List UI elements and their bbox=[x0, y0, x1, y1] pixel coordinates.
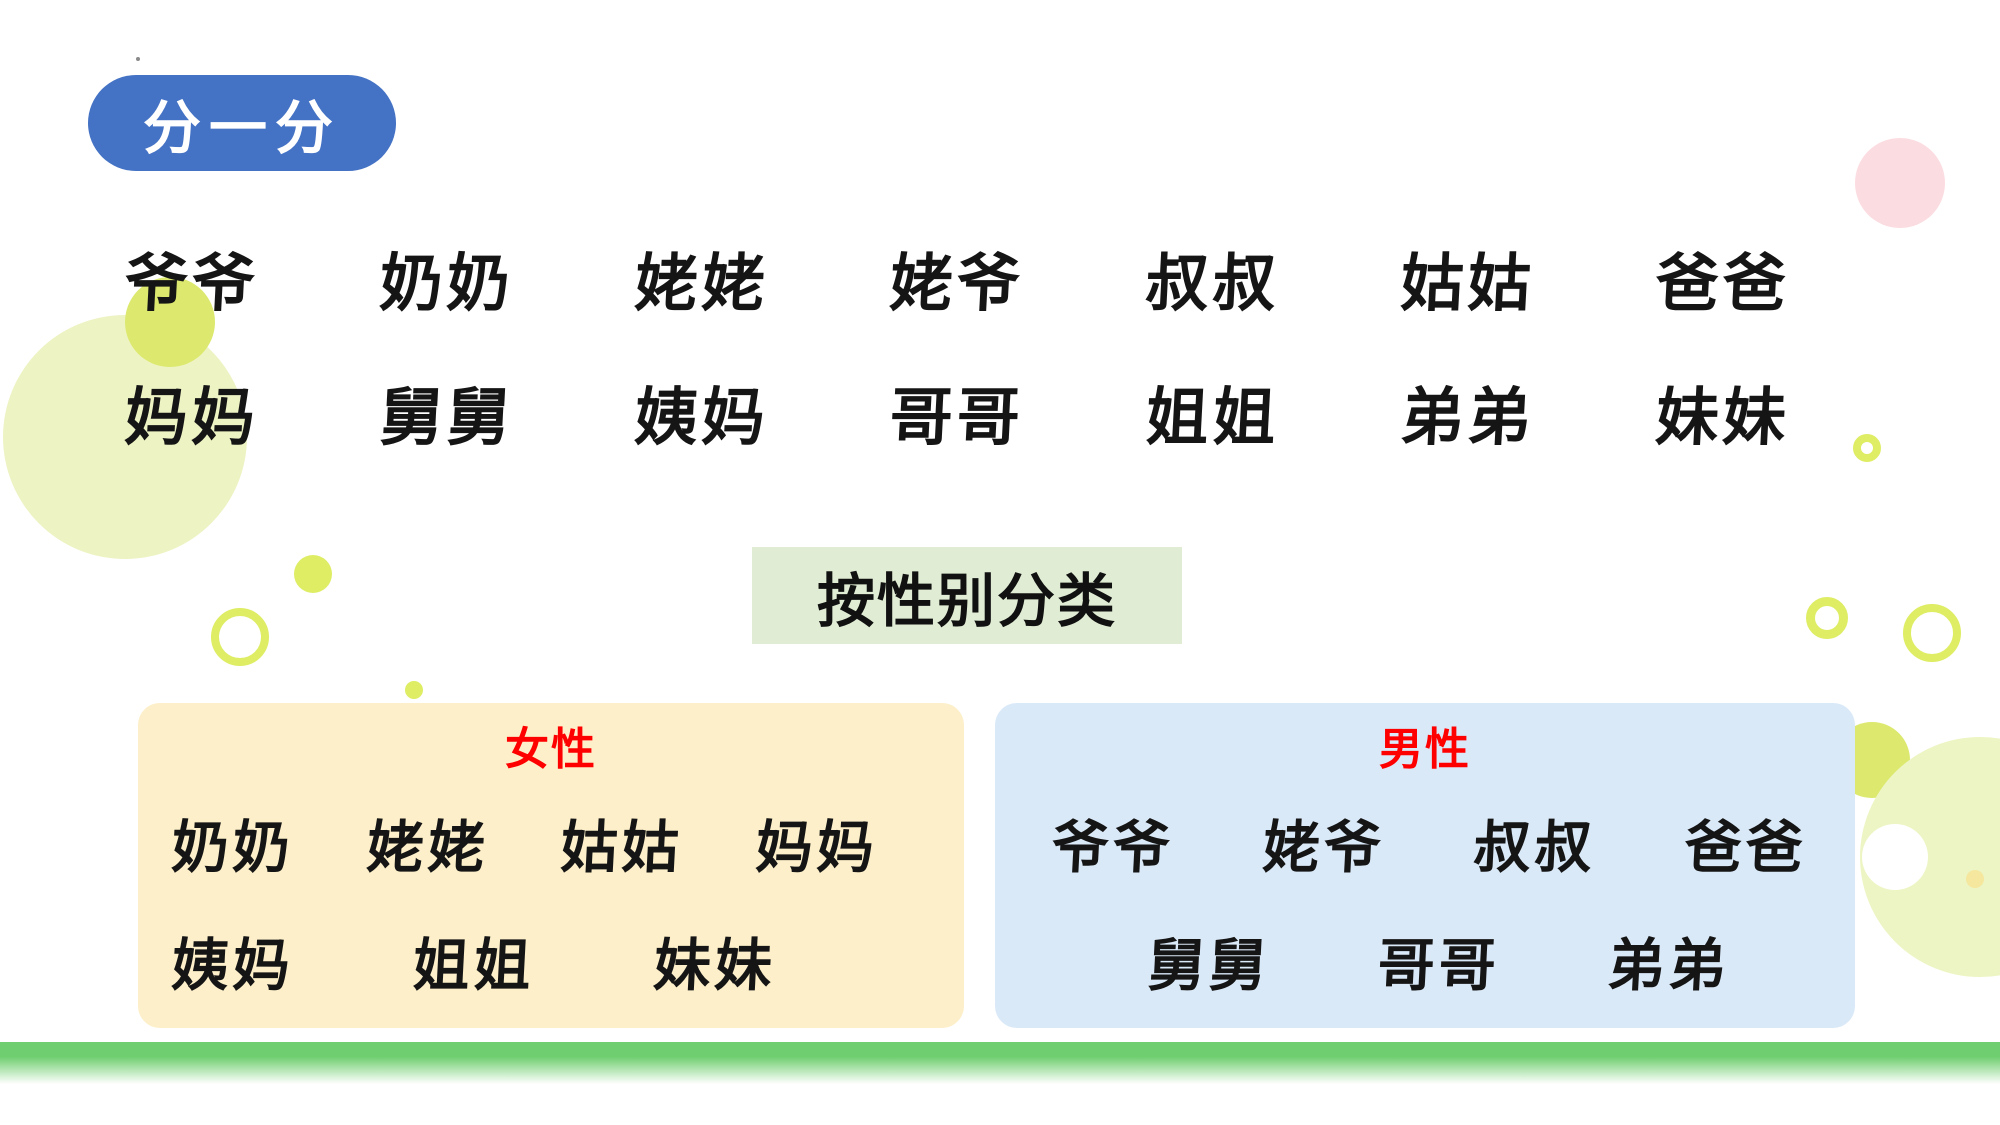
word: 舅舅 bbox=[377, 380, 516, 454]
word: 姑姑 bbox=[1398, 246, 1537, 320]
word: 奶奶 bbox=[170, 815, 296, 881]
word: 姨妈 bbox=[633, 380, 771, 454]
word: 姐姐 bbox=[411, 933, 537, 999]
word: 叔叔 bbox=[1143, 246, 1282, 320]
word: 妹妹 bbox=[1653, 380, 1792, 454]
word: 姥爷 bbox=[888, 246, 1027, 320]
category-label: 按性别分类 bbox=[816, 566, 1117, 635]
word: 弟弟 bbox=[1606, 933, 1732, 999]
male-row-2: 舅舅 哥哥 弟弟 bbox=[1146, 921, 1732, 1001]
slide-title-badge: 分一分 bbox=[88, 75, 396, 171]
word-bank-row-1: 爷爷 奶奶 姥姥 姥爷 叔叔 姑姑 爸爸 bbox=[122, 233, 1792, 323]
female-title: 女性 bbox=[505, 724, 597, 775]
decor-ring-tiny-right bbox=[1853, 434, 1881, 462]
word: 爷爷 bbox=[122, 246, 261, 320]
word: 奶奶 bbox=[377, 246, 516, 320]
word: 姥姥 bbox=[364, 815, 491, 881]
word: 舅舅 bbox=[1146, 933, 1272, 999]
decor-ring-mid-right bbox=[1806, 597, 1848, 639]
decor-dot-small-left bbox=[405, 681, 423, 699]
word: 爸爸 bbox=[1653, 246, 1792, 320]
word: 姨妈 bbox=[170, 933, 296, 999]
word: 弟弟 bbox=[1398, 380, 1537, 454]
word: 妹妹 bbox=[652, 933, 778, 999]
decor-circle-large-left bbox=[3, 315, 247, 559]
footer-accent-bar bbox=[0, 1042, 2000, 1084]
word: 爸爸 bbox=[1683, 815, 1809, 881]
decor-ring-left bbox=[211, 608, 269, 666]
category-label-box: 按性别分类 bbox=[752, 547, 1182, 644]
male-row-1: 爷爷 姥爷 叔叔 爸爸 bbox=[1050, 803, 1809, 883]
male-title: 男性 bbox=[1379, 724, 1471, 775]
decor-dot-yellow-right bbox=[1966, 870, 1984, 888]
slide-title: 分一分 bbox=[142, 94, 341, 162]
decor-circle-white-right bbox=[1862, 824, 1928, 890]
word: 哥哥 bbox=[888, 380, 1027, 454]
word: 爷爷 bbox=[1050, 815, 1176, 881]
decor-speck bbox=[136, 57, 140, 61]
decor-ring-large-right bbox=[1903, 604, 1961, 662]
female-category-box: 女性 奶奶 姥姥 姑姑 妈妈 姨妈 姐姐 妹妹 bbox=[138, 703, 964, 1028]
decor-circle-small-dark-left bbox=[125, 277, 215, 367]
female-row-1: 奶奶 姥姥 姑姑 妈妈 bbox=[170, 803, 880, 883]
word: 姥姥 bbox=[633, 246, 771, 320]
word: 妈妈 bbox=[122, 380, 261, 454]
word: 哥哥 bbox=[1376, 933, 1502, 999]
word: 妈妈 bbox=[753, 815, 880, 881]
word-bank-row-2: 妈妈 舅舅 姨妈 哥哥 姐姐 弟弟 妹妹 bbox=[122, 367, 1792, 457]
decor-circle-pink bbox=[1855, 138, 1945, 228]
word: 姥爷 bbox=[1261, 815, 1387, 881]
female-row-2: 姨妈 姐姐 妹妹 bbox=[170, 921, 778, 1001]
male-category-box: 男性 爷爷 姥爷 叔叔 爸爸 舅舅 哥哥 弟弟 bbox=[995, 703, 1855, 1028]
decor-dot-left bbox=[294, 555, 332, 593]
word: 姑姑 bbox=[559, 815, 685, 881]
word: 叔叔 bbox=[1472, 815, 1598, 881]
word: 姐姐 bbox=[1143, 380, 1282, 454]
